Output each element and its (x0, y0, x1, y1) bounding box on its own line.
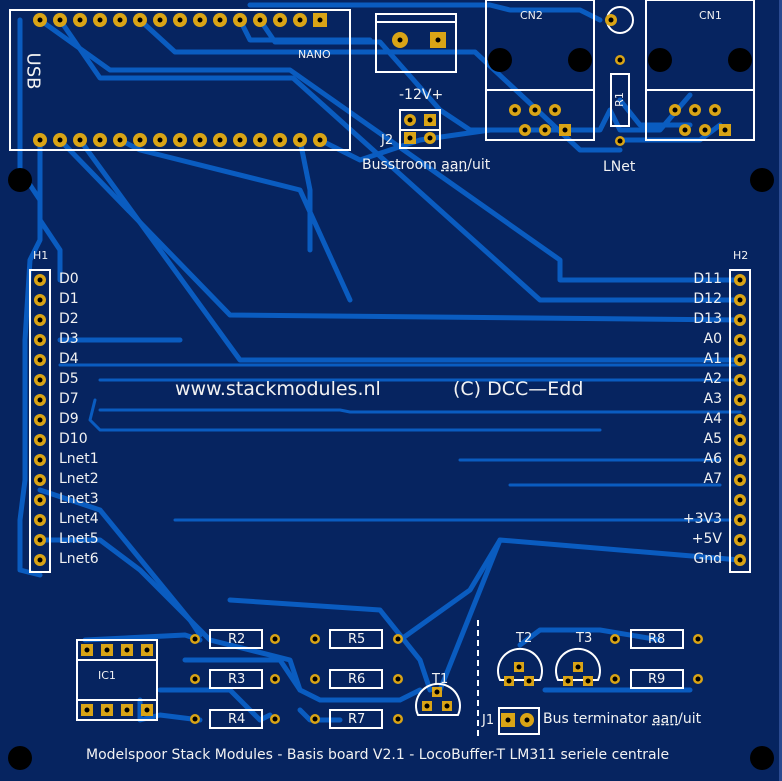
pin-label: D12 (693, 291, 722, 307)
t2-label: T2 (516, 631, 533, 646)
pin-label: A0 (703, 331, 722, 347)
pin-label: D0 (59, 271, 79, 287)
pin-label: D11 (693, 271, 722, 287)
url-text: www.stackmodules.nl (175, 378, 381, 400)
pin-label: A6 (703, 451, 722, 467)
r8-label: R8 (648, 632, 666, 647)
caption-underlined: aan (652, 711, 679, 727)
pin-label: D7 (59, 391, 79, 407)
r3-label: R3 (228, 672, 246, 687)
cn1-label: CN1 (699, 9, 722, 22)
pin-label: A7 (703, 471, 722, 487)
polarity-label: -12V+ (399, 87, 444, 103)
pin-label: Lnet2 (59, 471, 99, 487)
bus-terminator-caption: Bus terminator aan/uit (543, 712, 701, 726)
r2-label: R2 (228, 632, 246, 647)
traces (17, 2, 743, 723)
silkscreen-outlines (9, 0, 755, 740)
pin-label: A1 (703, 351, 722, 367)
caption-text: Bus terminator (543, 711, 653, 727)
r9-label: R9 (648, 672, 666, 687)
pin-label: Gnd (693, 551, 722, 567)
caption-underlined: aan (441, 157, 468, 173)
nano-label: NANO (298, 48, 331, 61)
caption-text-end: /uit (467, 157, 491, 173)
pin-label: D2 (59, 311, 79, 327)
pin-label: Lnet6 (59, 551, 99, 567)
pin-label: D1 (59, 291, 79, 307)
lnet-label: LNet (603, 159, 636, 175)
footer-text: Modelspoor Stack Modules - Basis board V… (86, 747, 670, 763)
ic1-label: IC1 (98, 669, 116, 682)
r6-label: R6 (348, 672, 366, 687)
pin-label: +3V3 (682, 511, 722, 527)
pin-label: D4 (59, 351, 79, 367)
pin-label: D9 (59, 411, 79, 427)
pin-label: D3 (59, 331, 79, 347)
r1-label: R1 (612, 92, 626, 107)
usb-label: USB (22, 52, 44, 90)
t3-label: T3 (576, 631, 593, 646)
j2-ref: J2 (381, 133, 394, 148)
pin-label: D5 (59, 371, 79, 387)
pin-label: D13 (693, 311, 722, 327)
j1-ref: J1 (482, 713, 495, 728)
pin-label: Lnet4 (59, 511, 99, 527)
cn2-label: CN2 (520, 9, 543, 22)
h2-ref: H2 (733, 249, 749, 262)
pin-label: +5V (691, 531, 722, 547)
pin-label: Lnet3 (59, 491, 99, 507)
pads (33, 13, 746, 727)
t1-label: T1 (432, 672, 449, 687)
r5-label: R5 (348, 632, 366, 647)
caption-text: Busstroom (362, 157, 442, 173)
pin-label: A5 (703, 431, 722, 447)
busstroom-caption: Busstroom aan/uit (362, 158, 490, 172)
mounting-holes (8, 48, 774, 770)
pin-label: A3 (703, 391, 722, 407)
r7-label: R7 (348, 712, 366, 727)
h1-ref: H1 (33, 249, 49, 262)
r4-label: R4 (228, 712, 246, 727)
pin-label: A4 (703, 411, 722, 427)
pin-label: Lnet5 (59, 531, 99, 547)
copyright-text: (C) DCC—Edd (453, 378, 584, 400)
pin-label: D10 (59, 431, 88, 447)
pin-label: A2 (703, 371, 722, 387)
caption-text-end: /uit (678, 711, 702, 727)
pin-label: Lnet1 (59, 451, 99, 467)
